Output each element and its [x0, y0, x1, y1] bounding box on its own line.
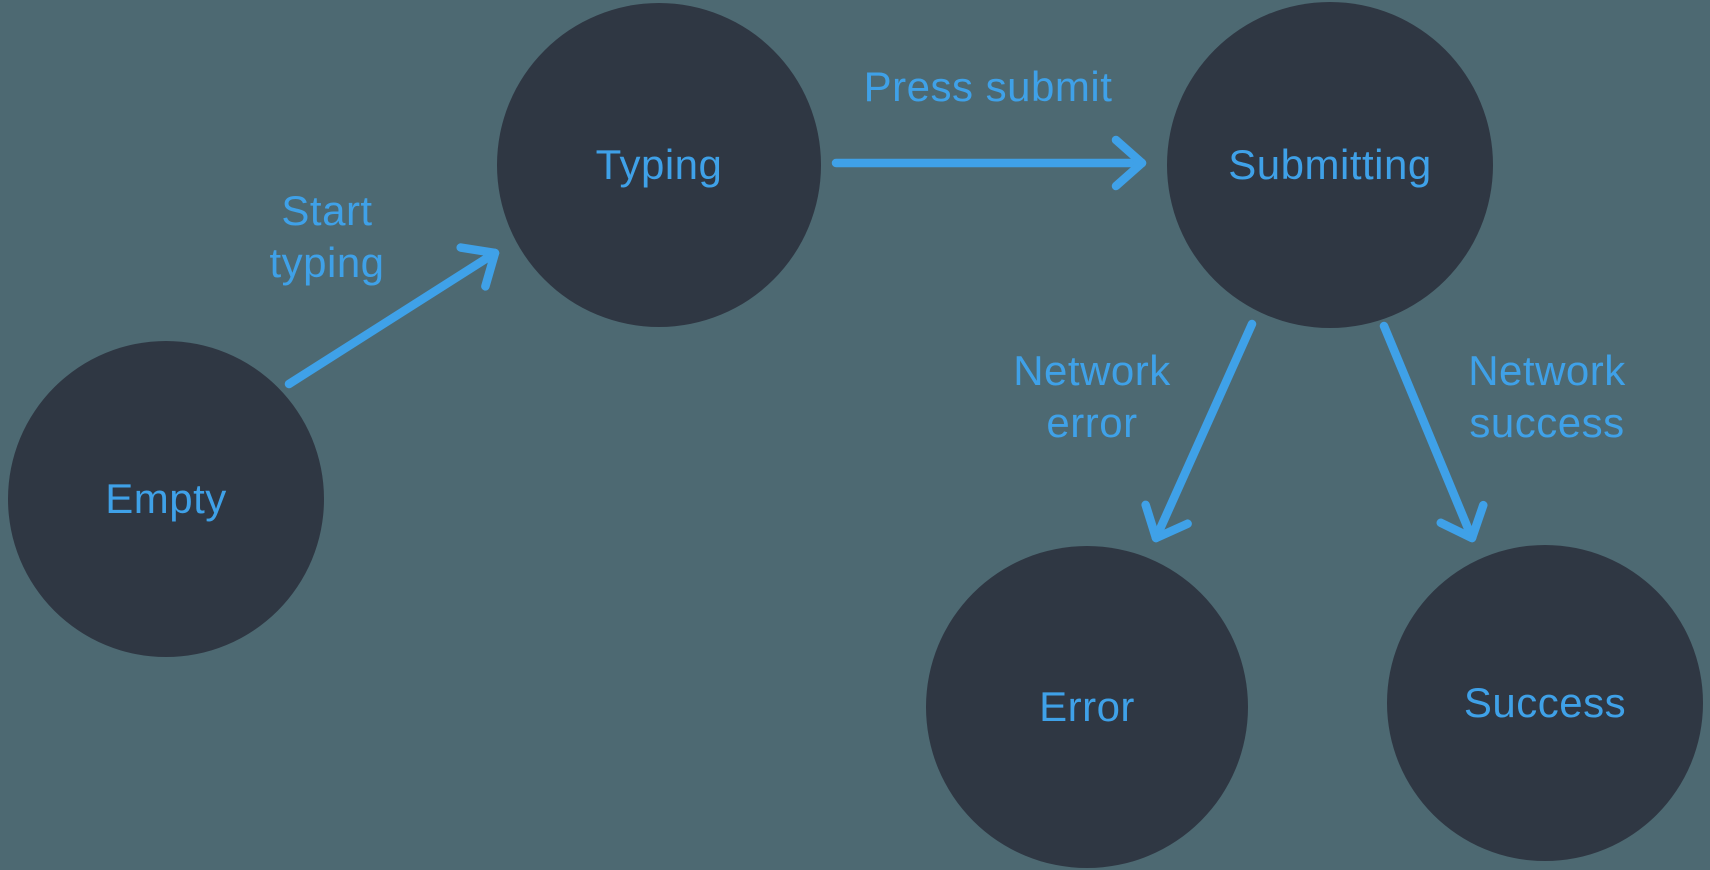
node-typing: Typing: [497, 3, 821, 327]
node-empty: Empty: [8, 341, 324, 657]
node-error-label: Error: [1039, 683, 1135, 730]
node-typing-label: Typing: [595, 141, 723, 188]
arrow-empty-to-typing: [284, 243, 500, 389]
transition-label-network-success: Network success: [1468, 347, 1626, 446]
node-error: Error: [926, 546, 1248, 868]
node-success-label: Success: [1463, 679, 1627, 726]
arrow-submitting-to-error: [1141, 319, 1257, 543]
arrow-submitting-to-success: [1379, 321, 1488, 543]
node-submitting-label: Submitting: [1228, 141, 1432, 188]
transition-label-start-typing: Start typing: [269, 187, 385, 286]
transition-label-press-submit: Press submit: [863, 63, 1113, 110]
node-submitting: Submitting: [1167, 2, 1493, 328]
node-empty-label: Empty: [105, 475, 227, 522]
transition-label-network-error: Network error: [1013, 347, 1171, 446]
node-success: Success: [1387, 545, 1703, 861]
